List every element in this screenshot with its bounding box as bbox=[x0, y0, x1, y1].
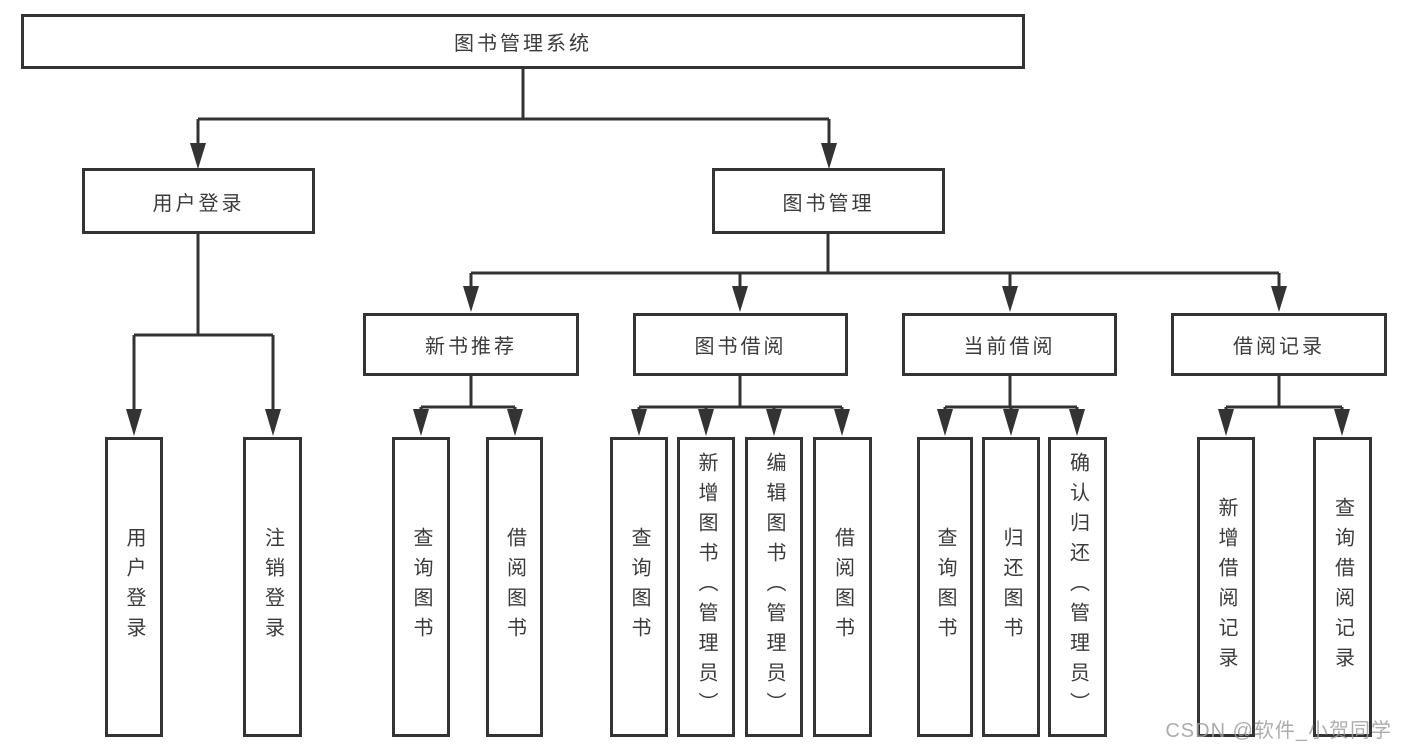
leaf-label: 借阅图书 bbox=[503, 527, 526, 647]
leaf-label: 新增图书（管理员） bbox=[695, 452, 717, 722]
leaf-label: 查询图书 bbox=[628, 527, 650, 647]
leaf-label: 查询图书 bbox=[934, 527, 956, 647]
connector-current-borrow-to-leaves bbox=[937, 376, 1085, 436]
connector-root-to-level2 bbox=[190, 69, 837, 169]
node-leaf-borrow-book-2: 借阅图书 bbox=[813, 437, 872, 737]
node-user-login: 用户登录 bbox=[82, 168, 315, 234]
node-current-borrow: 当前借阅 bbox=[902, 313, 1117, 376]
node-leaf-query-book-3: 查询图书 bbox=[917, 437, 973, 737]
node-leaf-add-borrow-record: 新增借阅记录 bbox=[1197, 437, 1255, 737]
node-leaf-borrow-book-1: 借阅图书 bbox=[486, 437, 543, 737]
node-leaf-user-login: 用户登录 bbox=[105, 437, 163, 737]
leaf-label: 注销登录 bbox=[261, 527, 284, 647]
leaf-label: 确认归还（管理员） bbox=[1066, 452, 1089, 722]
node-leaf-add-book: 新增图书（管理员） bbox=[677, 437, 735, 737]
node-borrow-records: 借阅记录 bbox=[1171, 313, 1387, 376]
connector-book-mgmt-to-level3 bbox=[463, 234, 1287, 312]
leaf-label: 编辑图书（管理员） bbox=[763, 452, 785, 722]
connector-user-login-to-leaves bbox=[126, 234, 281, 436]
node-leaf-query-book-1: 查询图书 bbox=[392, 437, 450, 737]
node-leaf-return-book: 归还图书 bbox=[982, 437, 1040, 737]
connector-new-book-rec-to-leaves bbox=[413, 376, 523, 436]
node-leaf-query-book-2: 查询图书 bbox=[610, 437, 668, 737]
node-leaf-confirm-return: 确认归还（管理员） bbox=[1048, 437, 1107, 737]
node-book-borrow: 图书借阅 bbox=[633, 313, 848, 376]
node-book-mgmt: 图书管理 bbox=[712, 168, 945, 234]
leaf-label: 用户登录 bbox=[123, 527, 145, 647]
leaf-label: 新增借阅记录 bbox=[1215, 497, 1237, 677]
leaf-label: 借阅图书 bbox=[831, 527, 854, 647]
node-leaf-query-borrow-record: 查询借阅记录 bbox=[1313, 437, 1372, 737]
connector-borrow-records-to-leaves bbox=[1218, 376, 1350, 436]
connector-book-borrow-to-leaves bbox=[631, 376, 850, 436]
node-root: 图书管理系统 bbox=[21, 14, 1025, 69]
leaf-label: 查询图书 bbox=[410, 527, 432, 647]
node-new-book-rec: 新书推荐 bbox=[363, 313, 579, 376]
leaf-label: 归还图书 bbox=[1000, 527, 1022, 647]
node-leaf-edit-book: 编辑图书（管理员） bbox=[745, 437, 803, 737]
leaf-label: 查询借阅记录 bbox=[1331, 497, 1354, 677]
node-leaf-logout: 注销登录 bbox=[243, 437, 302, 737]
